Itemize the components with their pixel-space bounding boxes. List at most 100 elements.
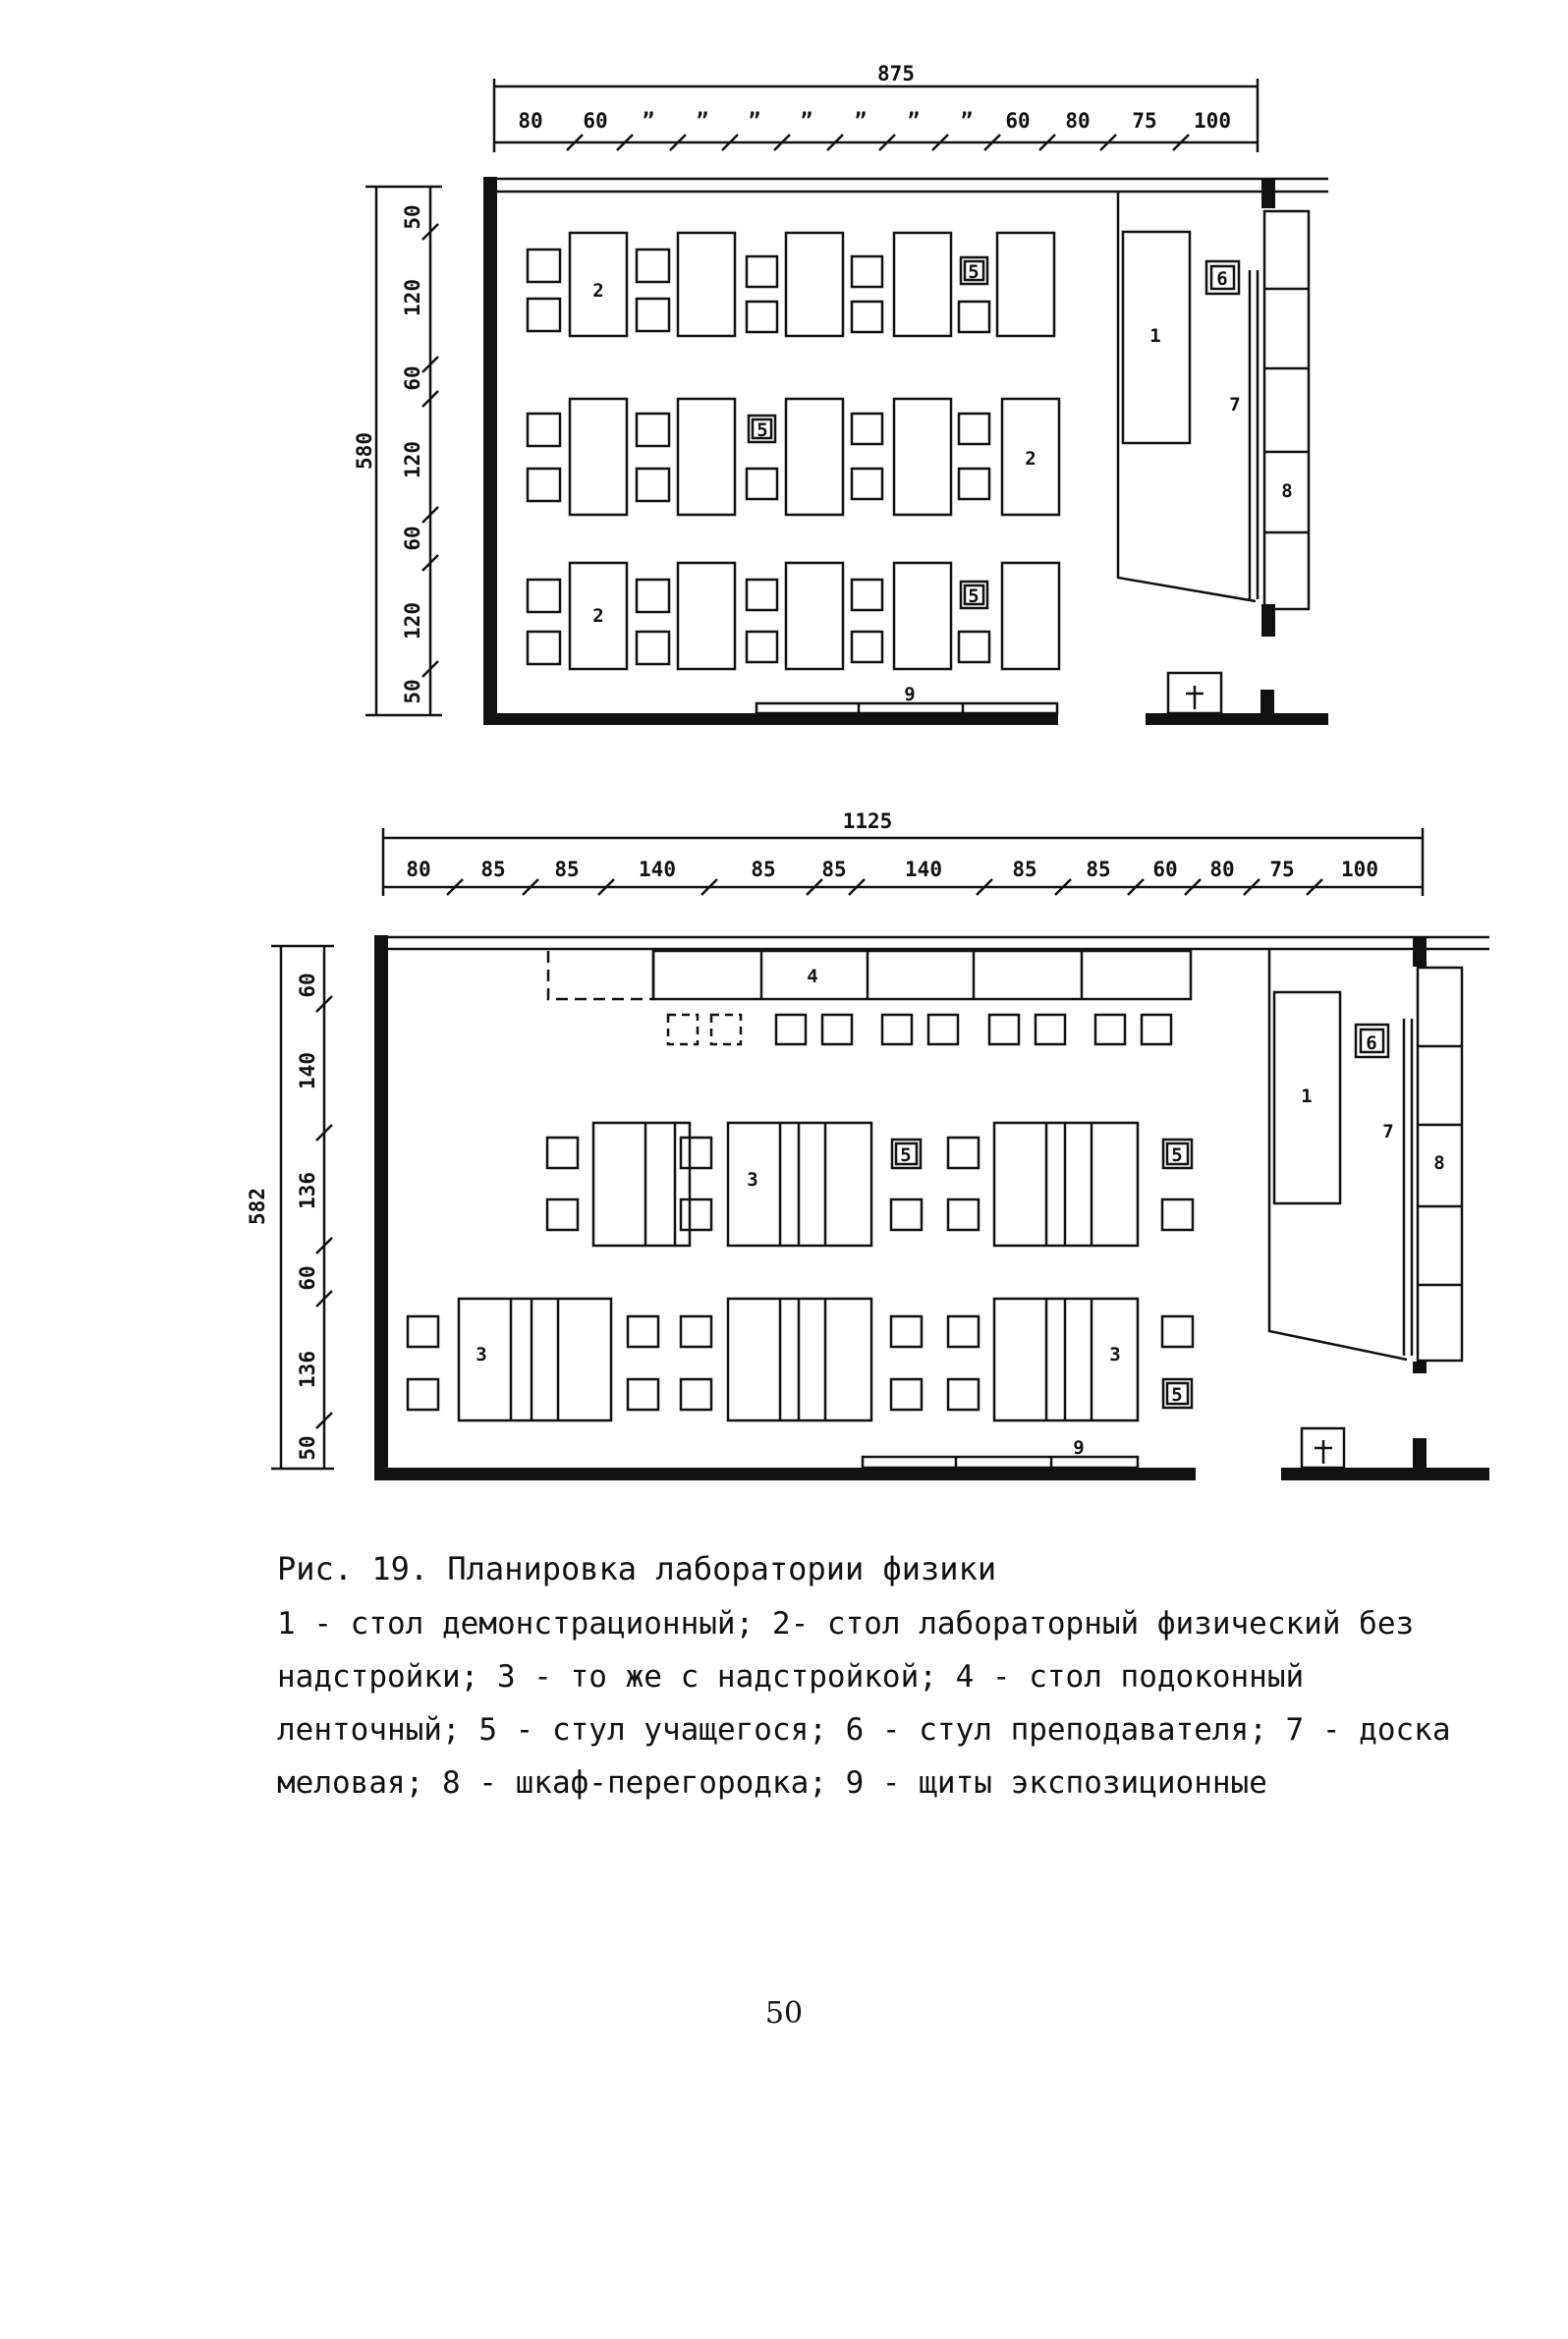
dim-top-h0: 50 [401,204,424,229]
legend-item: 4 - стол подоконный ленточный [277,1659,1305,1748]
figure-title: Рис. 19. Планировка лаборатории физики [277,1550,997,1587]
plan-bottom-lab-tables: 3 3 3 [457,1121,1140,1422]
dim-top-w3: ” [697,109,709,133]
teacher-chair [1204,259,1241,296]
dimension-tick [976,878,993,896]
label-demo-table: 1 [1149,325,1160,347]
label-window-table: 4 [807,966,817,987]
dimension-tick [806,878,823,896]
dimension-tick [848,878,866,896]
lab-table [892,561,953,671]
student-chair [959,255,989,286]
dimension-tick [616,134,634,151]
label-teacher-chair: 6 [1366,1032,1376,1054]
plan-top-demo-area: 1 6 7 8 [1116,192,1311,715]
cabinet-partition [1416,966,1464,1363]
dim-bot-w5: 85 [821,858,846,881]
dimension-tick [315,1290,333,1308]
sink [1166,671,1223,715]
dimension-tick [1127,878,1145,896]
legend-item: 2- стол лабораторный физический без надс… [277,1606,1415,1695]
label-teacher-chair: 6 [1216,268,1227,290]
dim-bot-w2: 85 [554,858,579,881]
student-chair [747,414,777,444]
lab-table [568,397,629,517]
dim-top-w5: ” [801,109,813,133]
lab-table-super [457,1297,613,1422]
plan-bottom: 1125 80 85 85 140 85 85 140 85 85 60 80 … [246,809,1489,1480]
window-chairs [666,1013,1173,1046]
label-student-chair: 5 [968,585,979,607]
dimension-tick [1243,878,1260,896]
label-student-chair: 5 [1171,1144,1182,1166]
lab-table [995,231,1056,338]
lab-table [1000,561,1061,671]
lab-table [784,397,845,517]
figure-caption: Рис. 19. Планировка лаборатории физики 1… [277,1542,1505,1810]
dimension-tick [421,660,439,678]
dim-top-w1: 60 [583,109,607,133]
dim-bot-h5: 50 [296,1435,319,1460]
label-chalkboard: 7 [1229,394,1240,416]
dim-top-w6: ” [855,109,868,133]
dimension-tick [597,878,615,896]
plan-top-width-dimensions: 875 80 60 ” ” ” ” ” ” ” 60 80 75 100 [492,62,1260,152]
label-lab-table-super: 3 [476,1344,486,1365]
label-lab-table: 2 [1025,448,1036,470]
dim-top-w2: ” [643,109,655,133]
legend-item: 9 - щиты экспозиционные [845,1765,1267,1801]
plan-top-lab-tables: 2 2 2 [568,231,1061,671]
dim-top-w7: ” [908,109,921,133]
dimension-tick [522,878,539,896]
dimension-tick [826,134,844,151]
dim-bot-w7: 85 [1012,858,1036,881]
dimension-tick [566,134,584,151]
dim-top-w9: 60 [1005,109,1030,133]
lab-table [892,397,953,517]
dim-top-w10: 80 [1065,109,1090,133]
dimension-tick [1099,134,1117,151]
dimension-tick [315,1412,333,1429]
label-panels: 9 [1073,1437,1084,1459]
dimension-tick [421,390,439,408]
dim-top-w8: ” [961,109,974,133]
dim-top-w12: 100 [1194,109,1231,133]
legend-item: 8 - шкаф-перегородка [441,1765,810,1801]
plan-top-height-dimensions: 580 50 120 60 120 60 120 50 [353,185,442,717]
dimension-tick [773,134,791,151]
plan-bottom-walls [374,935,1489,1480]
dimension-tick [421,356,439,373]
dim-bot-w11: 75 [1269,858,1294,881]
lab-table [676,231,737,338]
lab-table [676,561,737,671]
plan-bottom-total-height: 582 [246,1188,269,1225]
student-chair [890,1138,923,1170]
dim-top-w0: 80 [518,109,542,133]
legend-item: 3 - то же с надстройкой [496,1659,920,1695]
legend-item: 5 - стул учащегося [478,1712,810,1748]
dim-bot-w4: 85 [751,858,775,881]
dim-top-h5: 120 [401,602,424,640]
plan-bottom-student-chairs: 5 5 5 [406,1136,1195,1412]
label-student-chair: 5 [900,1144,911,1166]
plan-bottom-total-width: 1125 [843,809,893,833]
dim-bot-h1: 140 [296,1052,319,1089]
dim-top-h4: 60 [401,526,424,550]
dimension-tick [1172,134,1190,151]
lab-table-super [591,1121,692,1248]
dimension-tick [421,554,439,572]
dimension-tick [315,1124,333,1142]
dim-bot-w1: 85 [480,858,505,881]
dimension-tick [669,134,687,151]
label-lab-table: 2 [592,280,603,302]
label-cabinet: 8 [1281,480,1292,502]
dim-bot-h2: 136 [296,1172,319,1209]
legend-item: 7 - доска меловая [277,1712,1451,1801]
dim-bot-h3: 60 [296,1265,319,1290]
dimension-tick [878,134,896,151]
dim-bot-w12: 100 [1341,858,1378,881]
dim-bot-h0: 60 [296,973,319,997]
student-chair [1161,1138,1194,1170]
dimension-tick [983,134,1001,151]
